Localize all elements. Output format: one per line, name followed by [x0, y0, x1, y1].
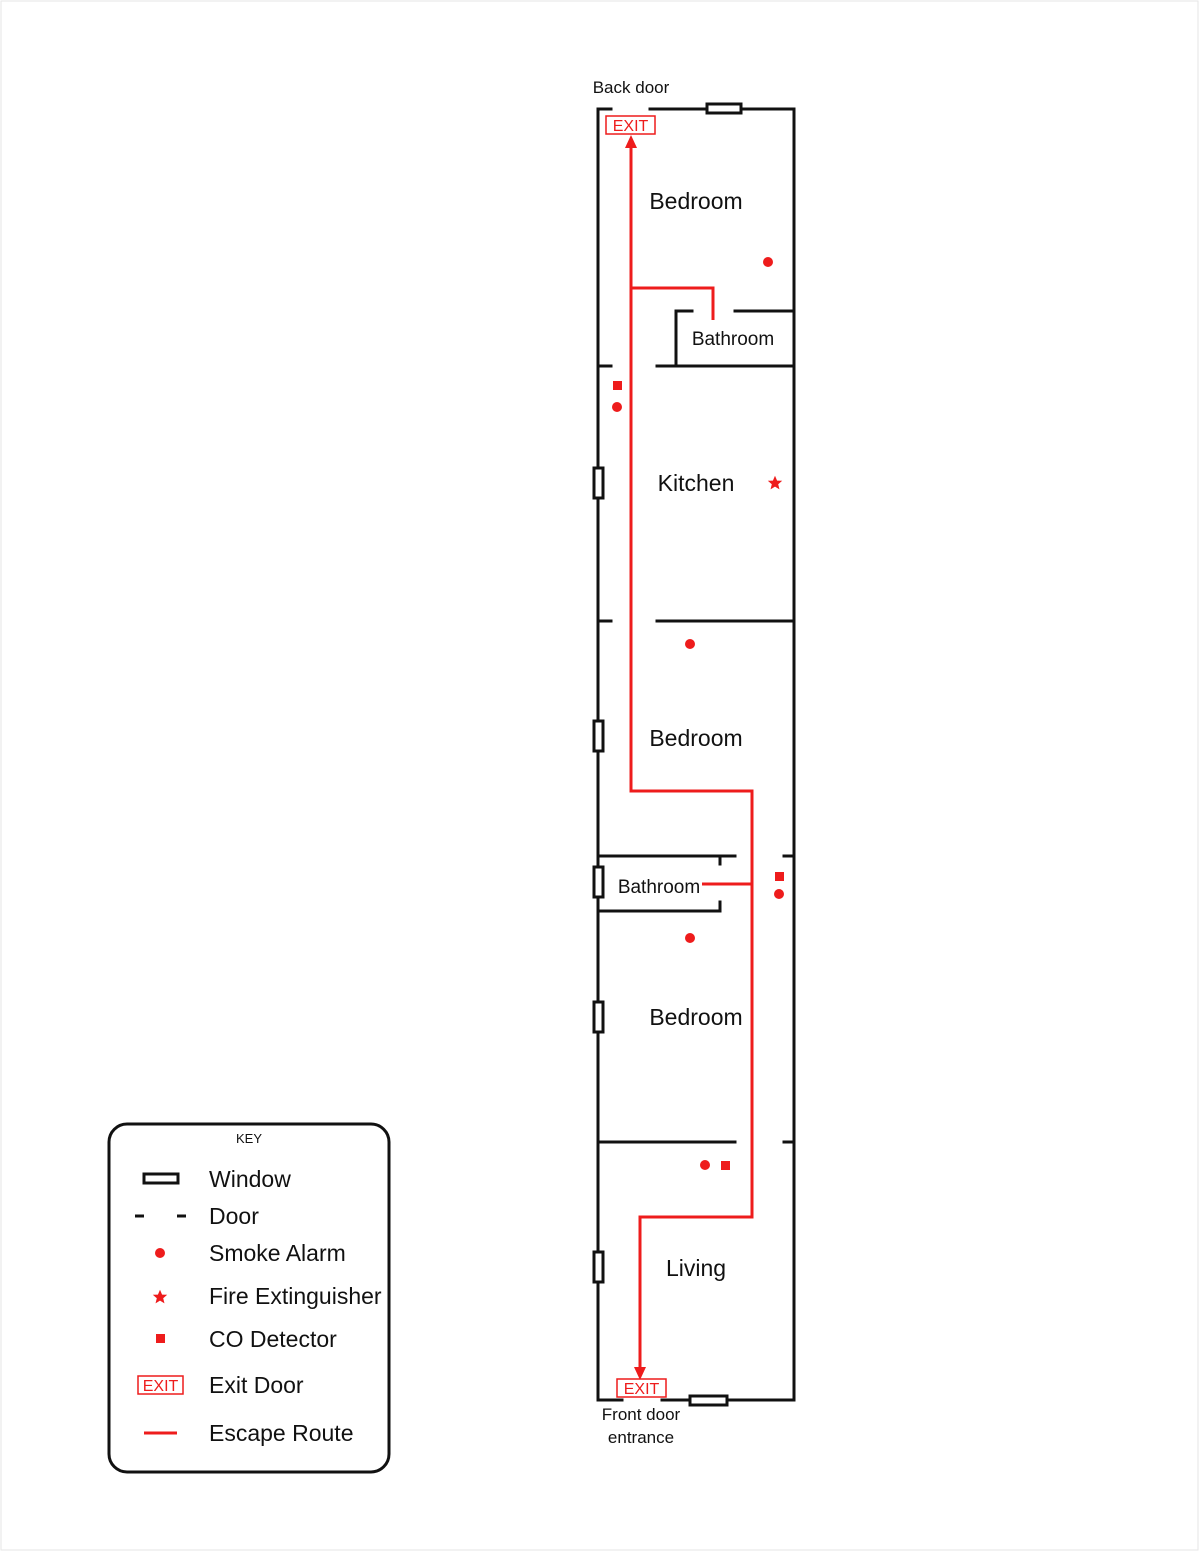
safety-devices	[612, 257, 784, 1170]
windows	[592, 102, 743, 1407]
arrow-down-icon	[634, 1367, 646, 1380]
window-icon	[688, 1394, 729, 1407]
smoke-alarm-icon	[700, 1160, 710, 1170]
legend-exit-door: Exit Door	[209, 1372, 304, 1398]
back-door-label: Back door	[593, 78, 670, 97]
room-kitchen: Kitchen	[658, 470, 735, 496]
smoke-alarm-icon	[685, 933, 695, 943]
escape-route	[625, 135, 754, 1380]
exit-door-icon: EXIT	[137, 1375, 184, 1395]
smoke-alarm-icon	[763, 257, 773, 267]
front-door-label: Front door	[602, 1405, 681, 1424]
smoke-alarm-icon	[612, 402, 622, 412]
legend-window: Window	[209, 1166, 291, 1192]
arrow-up-icon	[625, 135, 637, 148]
legend: KEY Window Door Smoke Alarm Fire Extingu…	[107, 1122, 391, 1474]
exit-sign-back: EXIT	[605, 115, 656, 135]
window-icon	[142, 1172, 180, 1185]
svg-text:EXIT: EXIT	[613, 118, 649, 135]
legend-title: KEY	[236, 1131, 262, 1146]
window-icon	[592, 1000, 605, 1034]
room-living: Living	[666, 1255, 726, 1281]
co-detector-icon	[721, 1161, 730, 1170]
legend-fire-extinguisher: Fire Extinguisher	[209, 1283, 382, 1309]
co-detector-icon	[613, 381, 622, 390]
room-bedroom-1: Bedroom	[649, 188, 742, 214]
window-icon	[592, 865, 605, 899]
window-icon	[592, 719, 605, 753]
exit-sign-front: EXIT	[616, 1378, 667, 1398]
front-door-label-2: entrance	[608, 1428, 674, 1447]
co-detector-icon	[775, 872, 784, 881]
room-bedroom-2: Bedroom	[649, 725, 742, 751]
window-icon	[592, 1250, 605, 1284]
fire-extinguisher-icon	[767, 475, 783, 490]
room-bathroom-2: Bathroom	[618, 877, 700, 898]
co-detector-icon	[156, 1334, 165, 1343]
window-icon	[705, 102, 743, 115]
room-bathroom-1: Bathroom	[692, 329, 774, 350]
window-icon	[592, 466, 605, 500]
smoke-alarm-icon	[685, 639, 695, 649]
svg-text:EXIT: EXIT	[143, 1378, 179, 1395]
smoke-alarm-icon	[774, 889, 784, 899]
svg-text:EXIT: EXIT	[624, 1381, 660, 1398]
legend-smoke-alarm: Smoke Alarm	[209, 1240, 346, 1266]
room-bedroom-3: Bedroom	[649, 1004, 742, 1030]
legend-co-detector: CO Detector	[209, 1326, 337, 1352]
legend-door: Door	[209, 1203, 259, 1229]
legend-escape-route: Escape Route	[209, 1420, 353, 1446]
fire-extinguisher-icon	[152, 1289, 168, 1304]
smoke-alarm-icon	[155, 1248, 165, 1258]
